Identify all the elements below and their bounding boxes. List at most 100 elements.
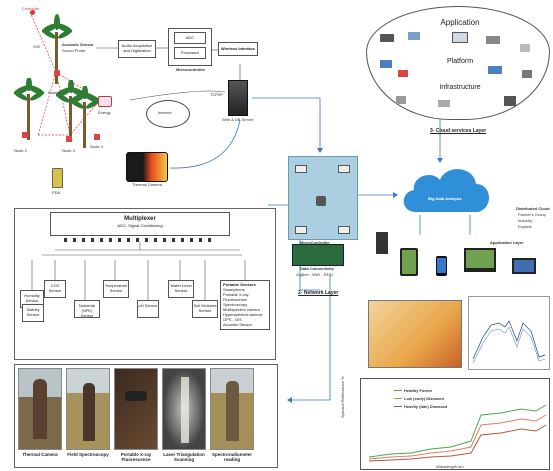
infra-icon [396,96,406,104]
router-icon [316,196,326,206]
controller-icon [30,10,35,15]
spectroradiometer-photo [210,368,254,450]
soil-moisture-sensor-box: Soil Moisture Sensor [192,300,218,318]
distributed-item: Experts [518,224,532,229]
big-data-label: Big Data Analysis [428,196,462,201]
processor-box: Processor [174,47,206,59]
data-connectivity-label: Data Connectivity [300,266,334,271]
legend-heavy-diseased: Heavily (late) Diseased [404,404,448,409]
smartphone-icon [436,256,447,276]
healthy-series-line [368,404,547,458]
portable-sensors-title: Portable Sensors [223,282,256,287]
field-spectroscopy-photo [66,368,110,450]
npk-sensor-box: Nutrients (NPK) Sensor [74,300,100,318]
palm-tree-icon [14,78,44,140]
laptop-icon [512,258,536,274]
node2-label: Node 2 [14,148,27,153]
legend-swatch [394,390,402,391]
node-device-icon [295,165,307,173]
legend-low-diseased: Low (early) Diseased [404,396,444,401]
photo-caption: Spectroradiometer reading [211,452,252,462]
node-icon [94,134,100,140]
energy-icon [98,96,112,107]
infra-icon [438,100,450,107]
portable-sensor-item: Acoustic Sensor [223,322,252,327]
spectrum-line-chart [468,296,550,370]
spectral-xlabel: Wavelength nm [436,464,464,469]
tcp-ip-label: TCP/IP [210,92,223,97]
portable-sensor-item: Spectroscopy [223,302,248,307]
platform-label: Platform [446,58,474,65]
node-icon [22,132,28,138]
microcontroller-box: ADC Processor [168,28,212,66]
infra-icon [504,96,516,106]
photo-caption: Portable X-ray Fluorescence [120,452,152,462]
microcontroller-label: Microcontroller [176,67,206,72]
spectral-chart [360,378,550,470]
portable-sensor-item: Portable X-ray [223,292,249,297]
node-icon [66,136,72,142]
gw-label: GW [33,44,40,49]
acoustic-sensor-label: Acoustic Sensor [62,42,94,47]
app-icon [520,44,530,52]
adc-box: ADC [174,32,206,44]
pda-label: PDA [52,190,61,195]
portable-sensor-item: Hyperspectral camera [223,312,263,317]
distributed-item: Industry [518,218,533,223]
portable-xray-photo [114,368,158,450]
network-microcontroller-label: MicroController [300,240,330,245]
server-icon [228,80,248,116]
node-device-icon [338,165,350,173]
photo-caption: Laser Triangulation Scanning [163,452,205,462]
low-diseased-series-line [368,414,547,460]
platform-icon [488,66,502,74]
platform-icon [398,70,408,77]
node1-label: Node 1 [48,90,61,95]
network-layer-title: 2- Network Layer [298,290,339,296]
thermal-camera-photo [18,368,62,450]
controller-label: Controller [22,6,40,11]
big-data-cloud-icon [398,162,494,218]
node3-label: Node 3 [62,148,75,153]
multiplexer-subtitle: ADC, Signal Conditioning [117,223,163,228]
web-server-label: Web & DB Server [222,117,254,122]
portable-sensor-item: Fluorescence [223,297,248,302]
app-icon [452,32,468,43]
infrastructure-label: Infrastructure [439,84,481,91]
sensing-layer-frame [14,208,276,360]
pda-icon [52,168,63,188]
node-device-icon [338,226,350,234]
portable-sensor-item: GPS - GIS [223,317,242,322]
salinity-sensor-box: Salinity Sensor [22,304,44,322]
photos-frame [14,364,278,468]
application-layer-label: Application Layer [490,240,524,245]
platform-icon [522,70,532,78]
thermal-camera-label: Thermal Camera [132,182,163,187]
app-icon [486,36,500,44]
legend-healthy: Healthy Forest [404,388,432,393]
platform-icon [380,60,392,68]
monitor-icon [464,248,496,272]
node4-label: Node 4 [90,144,103,149]
audio-acquisition-box: Audio Acquisition and Digitization [118,40,156,58]
spectral-ylabel: Spectral Reflectance % [340,376,345,418]
protocols-label: ZigBee - WiFi - RFID [296,272,334,277]
app-icon [380,34,394,42]
node-device-icon [295,226,307,234]
thermal-camera-icon [126,152,168,182]
portable-sensor-item: Multispectral camera [223,307,260,312]
ph-sensor-box: pH Sensor [137,300,159,318]
legend-swatch [394,398,402,399]
internet-label: Internet [158,110,172,115]
portable-sensor-item: Smartphone [223,287,245,292]
server-icon [376,232,388,254]
multiplexer-box: Multiplexer ADC, Signal Conditioning [50,212,230,236]
water-level-sensor-box: Water Level Sensor [168,280,194,298]
tablet-icon [400,248,418,276]
co2-sensor-box: CO2 Sensor [44,280,66,298]
palm-tree-icon [42,14,72,84]
internet-cloud-icon [146,100,190,128]
portable-sensors-box: Portable Sensors Smartphone Portable X-r… [220,280,270,330]
distributed-cloud-label: Distributed Cloud [516,206,550,211]
